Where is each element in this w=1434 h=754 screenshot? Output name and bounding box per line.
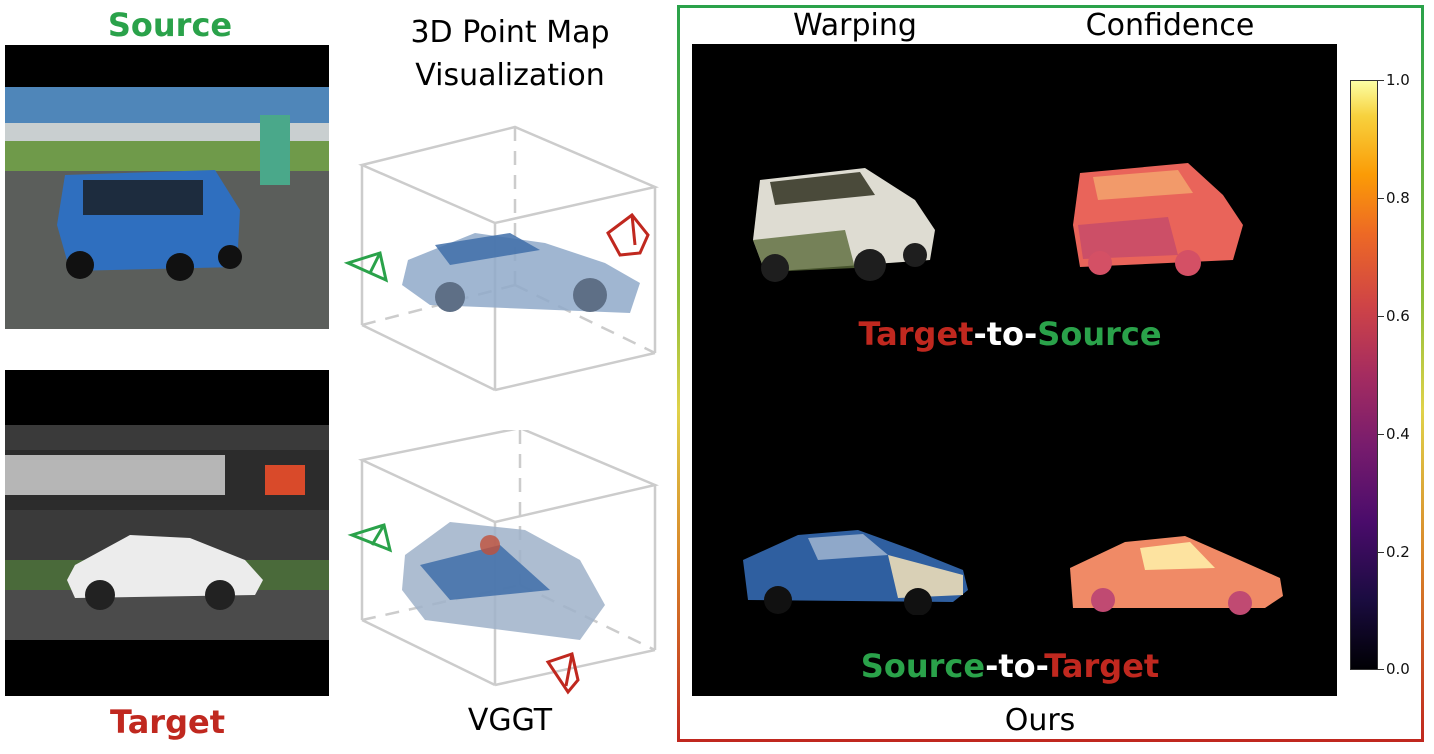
colorbar-tickmark [1378,434,1384,435]
pointmap-visualization-top [340,115,660,395]
target-to-source-caption: Target-to-Source [820,315,1200,353]
warped-source-to-target-image [738,520,973,616]
caption-source-word: Source [860,647,986,685]
colorbar-tickmark [1378,316,1384,317]
colorbar-tickmark [1378,80,1384,81]
colorbar-tick-label: 0.2 [1386,543,1410,561]
colorbar-tick-label: 1.0 [1386,71,1410,89]
pointmap-title-line2: Visualization [415,58,605,93]
colorbar-tick-label: 0.4 [1386,425,1410,443]
colorbar-tickmark [1378,552,1384,553]
confidence-target-to-source-image [1068,155,1248,280]
warping-header: Warping [793,8,917,43]
colorbar-tick-label: 0.0 [1386,660,1410,678]
colorbar-tickmark [1378,198,1384,199]
confidence-source-to-target-image [1065,528,1287,616]
confidence-header: Confidence [1085,8,1255,43]
vggt-label: VGGT [467,703,553,738]
target-label: Target [110,703,225,741]
caption-connector: -to- [973,315,1038,353]
source-to-target-caption: Source-to-Target [820,647,1200,685]
source-label: Source [107,6,233,44]
colorbar-tick-label: 0.8 [1386,189,1410,207]
caption-connector: -to- [985,647,1045,685]
caption-source-word: Source [1037,315,1162,353]
pointmap-title-line1: 3D Point Map [410,15,610,50]
caption-target-word: Target [858,315,974,353]
warped-target-to-source-image [745,160,945,290]
colorbar-tick-label: 0.6 [1386,307,1410,325]
source-image [5,45,329,329]
target-image [5,370,329,696]
pointmap-visualization-bottom [340,426,660,710]
confidence-colorbar [1350,80,1378,670]
ours-label: Ours [1004,703,1076,738]
colorbar-tickmark [1378,669,1384,670]
caption-target-word: Target [1044,647,1160,685]
